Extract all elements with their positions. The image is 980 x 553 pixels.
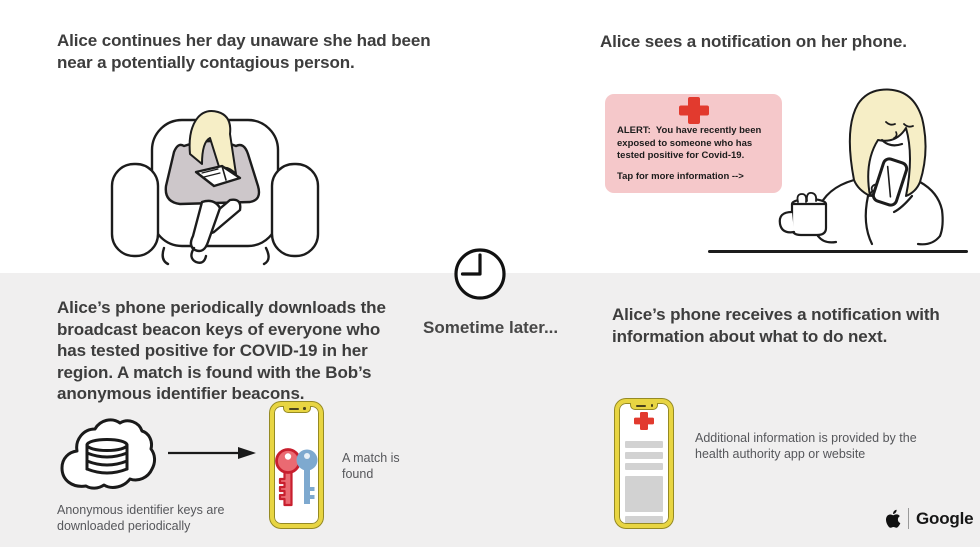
- match-found-label: A match is found: [342, 451, 400, 481]
- right-arrow-icon: [168, 447, 256, 459]
- clock-icon: [454, 248, 506, 300]
- google-logo-text: Google: [916, 508, 974, 528]
- woman-reading-armchair-illustration: [110, 110, 320, 266]
- phone-with-health-info: [615, 399, 673, 528]
- phone-notch: [630, 403, 658, 410]
- cloud-caption: Anonymous identifier keys are downloaded…: [57, 503, 225, 533]
- text-placeholder-bar: [625, 516, 663, 523]
- bottom-white-strip: [0, 547, 980, 553]
- text-placeholder-bar: [625, 441, 663, 448]
- phone-notch: [282, 406, 311, 413]
- alert-body-text: ALERT: You have recently been exposed to…: [617, 125, 764, 161]
- text-placeholder-bar: [625, 452, 663, 459]
- logo-divider: [908, 508, 909, 529]
- phone-speaker: [636, 404, 646, 407]
- phone-with-keys: [270, 402, 323, 528]
- matching-keys-icon: [275, 448, 318, 507]
- apple-logo-icon: [885, 509, 901, 528]
- health-authority-caption: Additional information is provided by th…: [695, 431, 917, 461]
- text-placeholder-bar: [625, 463, 663, 470]
- image-placeholder-block: [625, 476, 663, 512]
- red-cross-icon: [678, 97, 709, 124]
- red-cross-icon: [634, 412, 654, 430]
- phone-speaker: [288, 407, 299, 410]
- phone-camera-dot: [303, 407, 306, 410]
- table-edge-line: [708, 250, 968, 253]
- cloud-database-icon: [60, 418, 156, 490]
- brand-logos: Google: [884, 508, 974, 529]
- top-right-heading: Alice sees a notification on her phone.: [600, 32, 907, 51]
- top-left-heading: Alice continues her day unaware she had …: [57, 31, 431, 72]
- phone-camera-dot: [650, 404, 653, 407]
- sometime-later-label: Sometime later...: [423, 318, 559, 337]
- alert-notification[interactable]: ALERT: You have recently been exposed to…: [605, 94, 782, 193]
- bottom-left-heading: Alice’s phone periodically downloads the…: [57, 298, 386, 403]
- woman-phone-mug-illustration: [778, 88, 944, 246]
- alert-cta-text: Tap for more information -->: [617, 171, 744, 182]
- lower-band-background: [0, 273, 980, 547]
- bottom-right-heading: Alice’s phone receives a notification wi…: [612, 305, 940, 346]
